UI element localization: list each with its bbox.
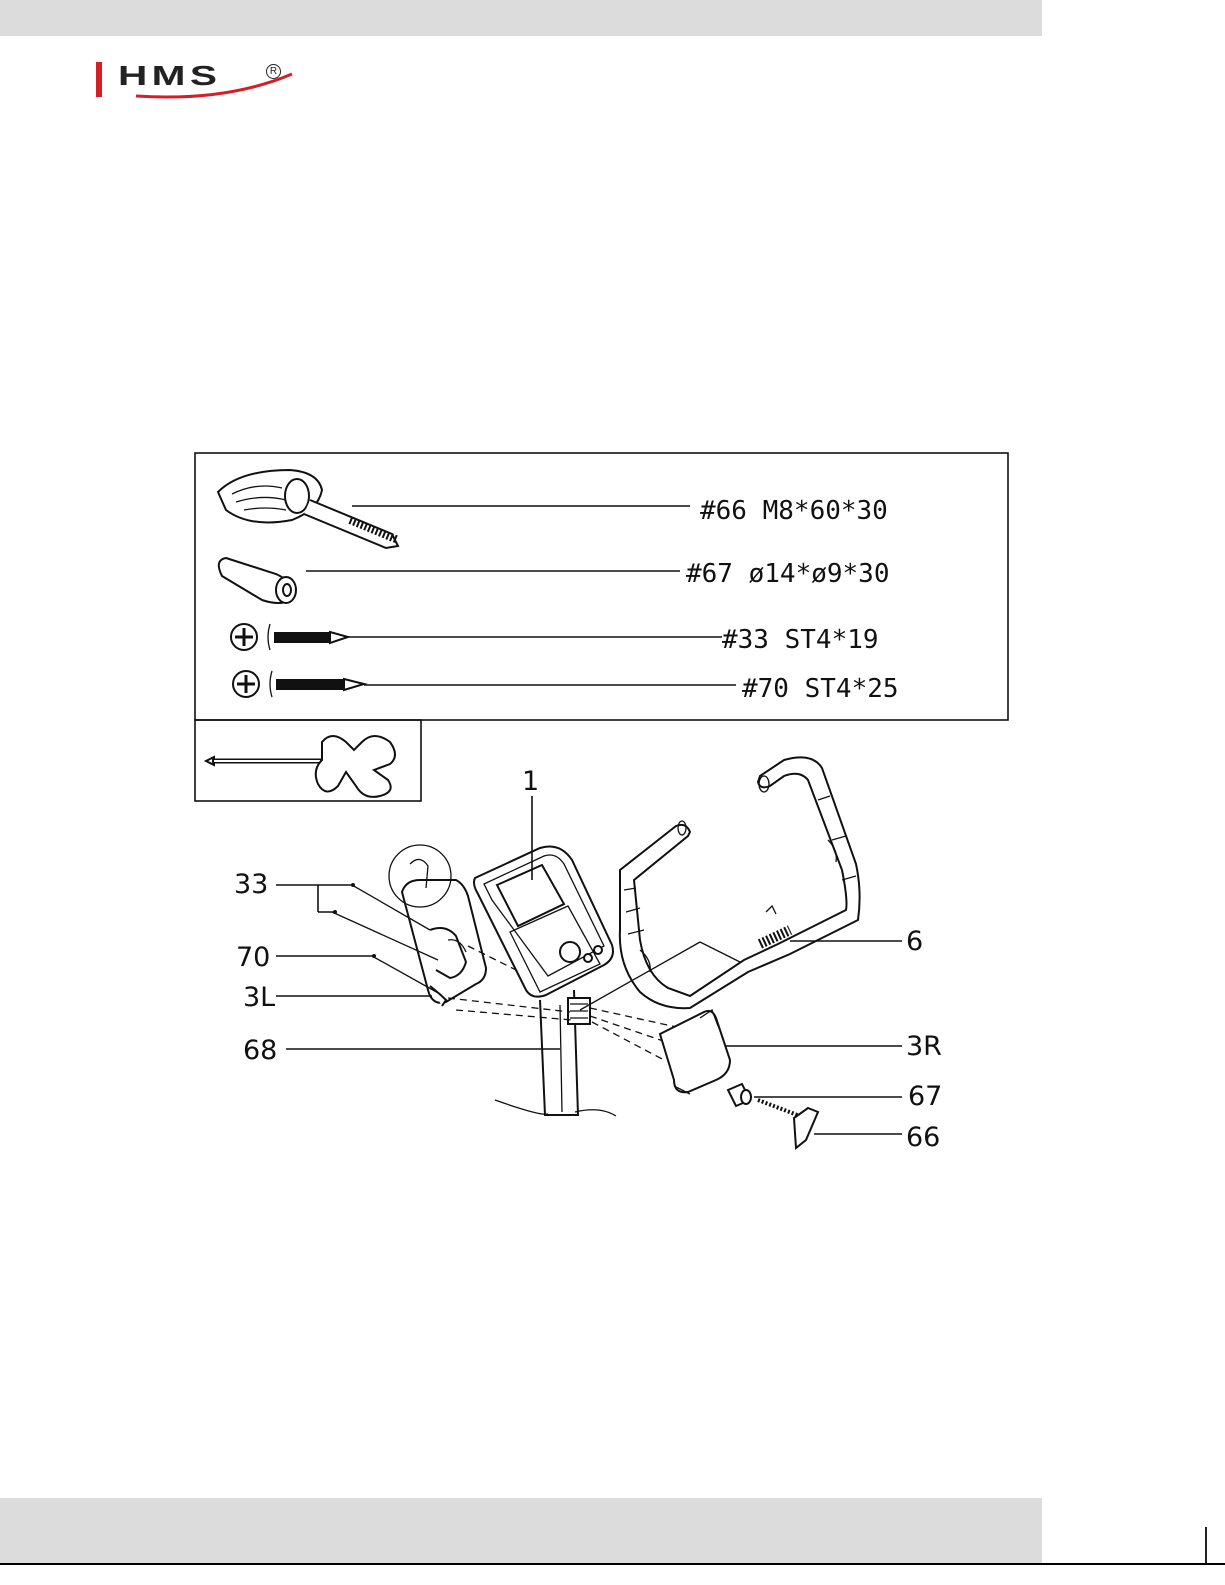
- callout-33: 33: [234, 869, 268, 900]
- screw-icon-70: [233, 671, 364, 697]
- footer-rule: [0, 1563, 1225, 1565]
- callout-66: 66: [906, 1122, 940, 1153]
- footer-band: [0, 1498, 1042, 1563]
- callout-1: 1: [522, 766, 539, 797]
- knob-bolt-icon: [218, 470, 398, 548]
- page-edge-mark: [1205, 1527, 1207, 1563]
- combination-wrench-screwdriver-icon: [206, 736, 395, 797]
- hardware-label-70: #70 ST4*25: [742, 674, 899, 704]
- callout-3L: 3L: [243, 982, 275, 1013]
- hardware-label-66: #66 M8*60*30: [700, 496, 888, 526]
- callout-70: 70: [236, 942, 270, 973]
- callout-67: 67: [908, 1081, 942, 1112]
- spacer-tube-icon: [219, 558, 296, 603]
- hardware-label-67: #67 ø14*ø9*30: [686, 559, 890, 589]
- callout-68: 68: [243, 1035, 277, 1066]
- callout-6: 6: [906, 926, 923, 957]
- hardware-label-33: #33 ST4*19: [722, 625, 879, 655]
- exploded-assembly: [332, 757, 860, 1148]
- screw-icon-33: [231, 624, 348, 650]
- callout-3R: 3R: [906, 1031, 942, 1062]
